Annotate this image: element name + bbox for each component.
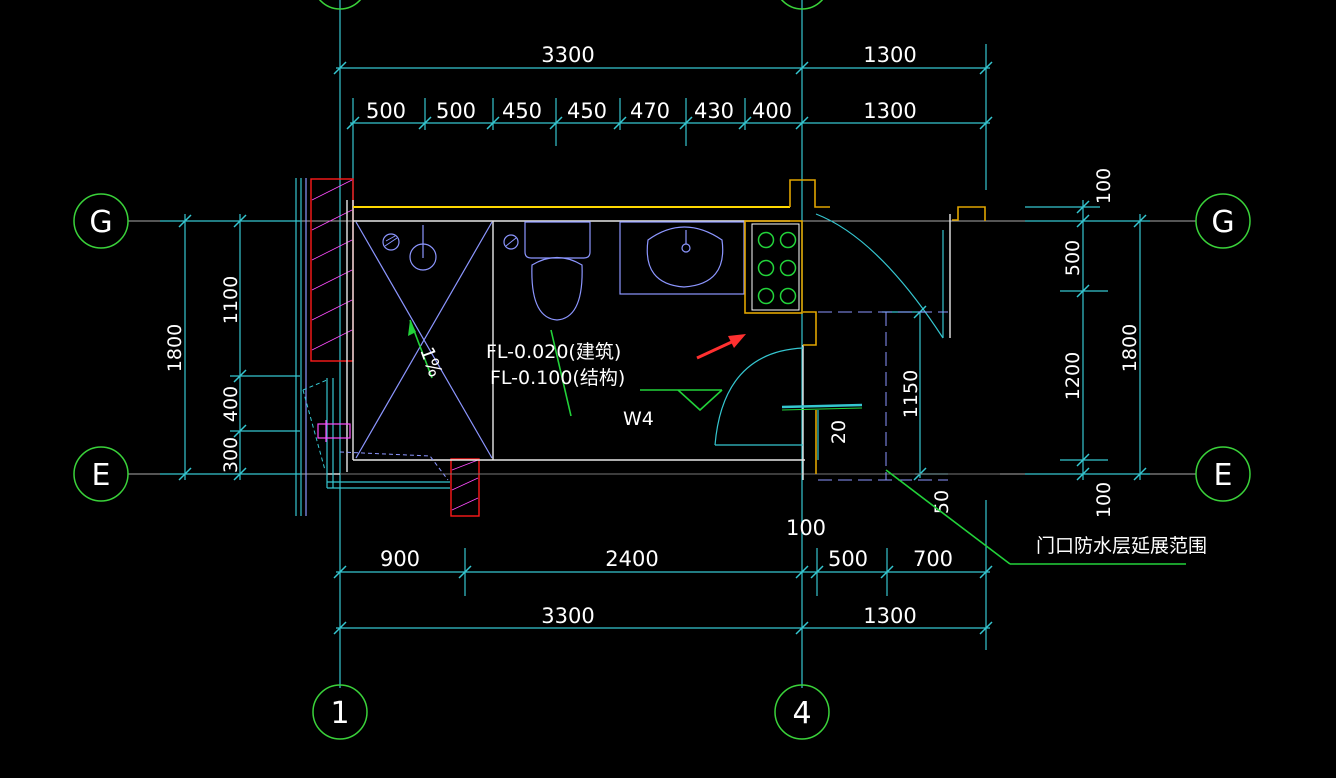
axis-label-4: 4 [792,696,811,731]
bottom-dimension-total [333,621,993,635]
top-dimension-total [333,44,993,190]
bottom-dimension-segments [333,500,993,650]
axis-label-E-right: E [1214,458,1233,493]
dim-inner-1150: 1150 [900,370,922,418]
window-left-bottom [302,378,450,489]
dim-top-seg-5: 470 [630,99,670,123]
top-wall [353,179,986,222]
slope-arrow [408,319,433,379]
toilet-fixture [503,221,591,321]
floor-level-arch: FL-0.020(建筑) [486,341,621,363]
entry-door [815,213,951,339]
floor-level-struct: FL-0.100(结构) [490,367,625,389]
sink-fixture [619,221,745,295]
dim-right-1800: 1800 [1119,324,1141,372]
dim-top-seg-7: 400 [752,99,792,123]
dim-bottom-3300: 3300 [541,604,594,628]
dim-left-1100: 1100 [220,276,242,324]
dim-top-seg-1: 500 [366,99,406,123]
window-marker [640,389,723,412]
dim-left-300: 300 [220,437,242,473]
dim-top-seg-6: 430 [694,99,734,123]
dim-top-seg-8: 1300 [863,99,916,123]
dim-bottom-seg-2: 2400 [605,547,658,571]
shower-area [355,221,493,459]
dim-right-500: 500 [1062,240,1084,276]
threshold-mark [781,403,863,411]
partitions [492,221,817,480]
red-arrow-icon [696,334,746,360]
dim-top-3300: 3300 [541,43,594,67]
axis-bubble-G-left[interactable]: G [73,193,129,249]
dim-bottom-seg-4: 700 [913,547,953,571]
dim-inner-20: 20 [828,420,850,444]
inner-dimensions [817,305,948,481]
axis-bubble-G-right[interactable]: G [1195,193,1251,249]
axis-bubble-E-left[interactable]: E [73,446,129,502]
dim-left-400: 400 [220,386,242,422]
dim-inner-50: 50 [931,490,953,514]
dim-top-seg-2: 500 [436,99,476,123]
pipe-shaft [744,220,803,314]
dim-right-100-top: 100 [1093,168,1115,204]
axis-bubble-1[interactable]: 1 [312,684,368,740]
waterproof-zone [818,311,948,481]
dim-right-100-bottom: 100 [1093,482,1115,518]
waterproof-label: 门口防水层延展范围 [1036,535,1207,557]
axis-label-G-left: G [89,205,112,240]
dim-bottom-seg-3: 500 [828,547,868,571]
dim-inner-100: 100 [786,516,826,540]
dim-right-1200: 1200 [1062,352,1084,400]
dim-bottom-1300: 1300 [863,604,916,628]
axis-bubble-top-partial [318,0,824,10]
slope-label: 1% [415,344,446,380]
axis-label-G-right: G [1211,205,1234,240]
dim-bottom-seg-1: 900 [380,547,420,571]
left-dimensions [160,214,300,481]
floor-drain-arrow [550,329,572,417]
waterproof-leader [885,469,1186,565]
axis-bubble-4[interactable]: 4 [774,684,830,740]
right-dimensions [1025,200,1150,481]
dim-top-seg-4: 450 [567,99,607,123]
top-dimension-segments [346,98,993,210]
bottom-wall [327,459,1000,475]
axis-label-E-left: E [92,458,111,493]
dim-left-1800: 1800 [164,324,186,372]
axis-label-1: 1 [330,696,349,731]
dim-top-1300: 1300 [863,43,916,67]
dim-top-seg-3: 450 [502,99,542,123]
window-label-W4: W4 [623,408,654,430]
axis-bubble-E-right[interactable]: E [1195,446,1251,502]
bathroom-door [714,347,804,446]
left-wall [295,178,480,517]
